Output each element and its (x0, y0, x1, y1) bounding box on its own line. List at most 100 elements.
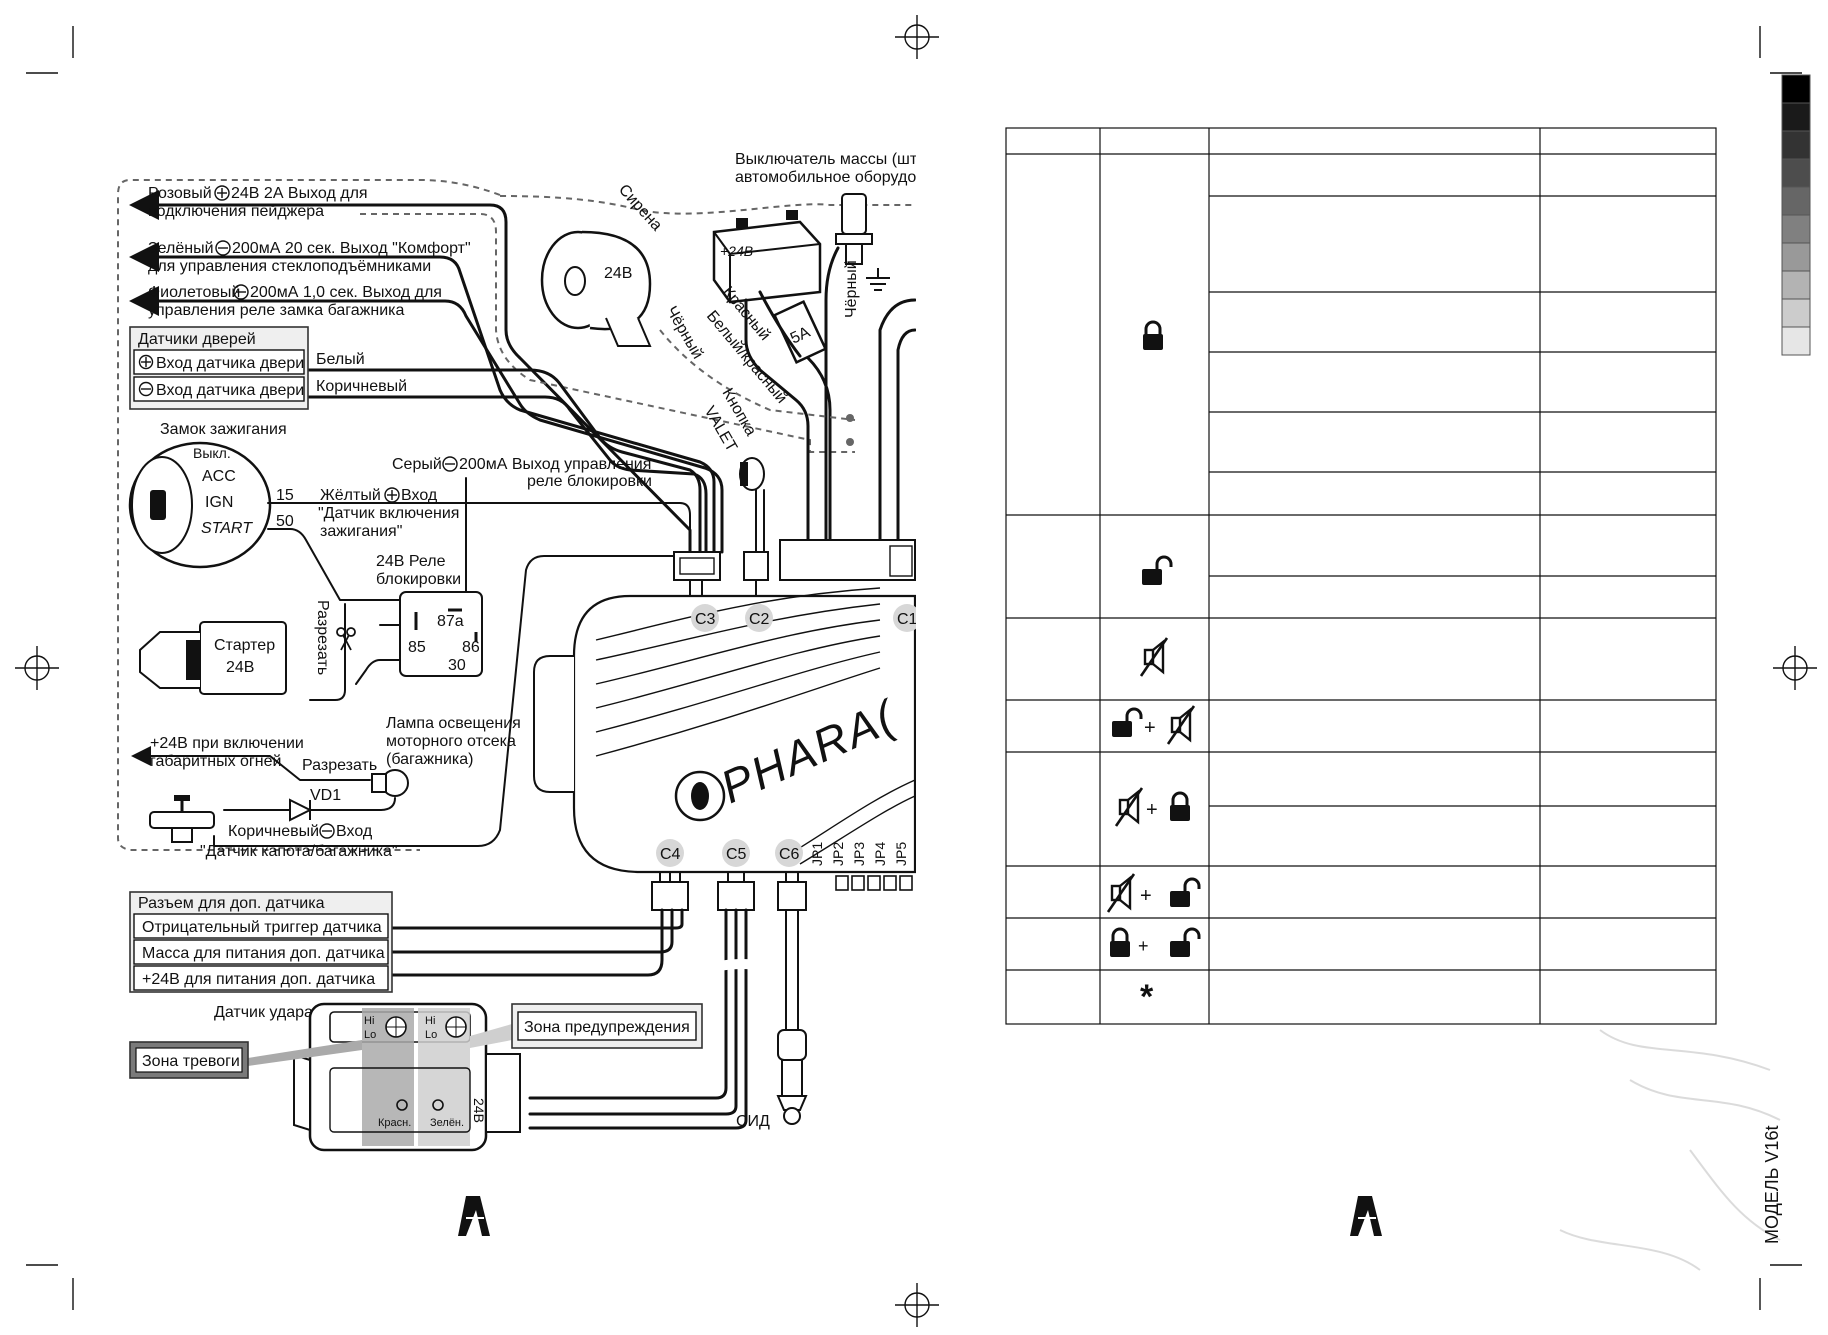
icon-combo-muted-closed: + (1114, 786, 1192, 828)
lock-open-icon (1168, 877, 1201, 909)
yellow-wire-label-2: "Датчик включения (318, 505, 459, 522)
calibration-swatch (1781, 186, 1811, 216)
connector-badge-c1: C1 (893, 604, 921, 632)
cut-label: Разрезать (302, 757, 377, 774)
lock-closed-icon (1168, 791, 1192, 823)
green-wire-label-a: Зелёный (148, 240, 214, 257)
side-lights-label-2: габаритных огней (150, 753, 281, 770)
hood-switch (149, 795, 215, 843)
aux-row-2: Масса для питания доп. датчика (142, 945, 385, 962)
sensor-lo-2: Lo (425, 1029, 437, 1041)
sensor-lo-1: Lo (364, 1029, 376, 1041)
warning-zone-box: Зона предупреждения (470, 1003, 703, 1049)
siren-muted-icon (1166, 704, 1196, 746)
connector-badge-c4: C4 (656, 839, 684, 867)
relay-30: 30 (448, 657, 466, 674)
aux-title: Разъем для доп. датчика (138, 895, 325, 912)
plus-sign: + (1144, 717, 1156, 739)
door-input-negative: Вход датчика двери (156, 382, 304, 399)
lamp-bulb (371, 769, 409, 797)
mass-switch-label-1: Выключатель массы (шт (735, 151, 918, 168)
hood-sensor-label: "Датчик капота/багажника" (200, 843, 398, 860)
calibration-swatch (1781, 326, 1811, 356)
lock-open-icon (1140, 555, 1173, 587)
sensor-red-led: Красн. (378, 1117, 411, 1129)
wiring-diagram: Розовый 24В 2А Выход для подключения пей… (117, 151, 921, 1152)
cut-vertical-label: Разрезать (314, 600, 331, 675)
grayscale-calibration-bar (1781, 74, 1811, 356)
alarm-zone-label: Зона тревоги (142, 1053, 240, 1070)
calibration-swatch (1781, 130, 1811, 160)
siren-muted-icon (1106, 872, 1136, 914)
hood-brown-label-b: Вход (336, 823, 373, 840)
battery-voltage: +24В (720, 243, 753, 259)
white-wire-label: Белый (316, 351, 365, 368)
yellow-wire-label-a: Жёлтый (320, 487, 381, 504)
yellow-wire-label-b: Вход (401, 487, 438, 504)
aux-sensor-connector-box: Разъем для доп. датчика Отрицательный тр… (129, 891, 393, 993)
relay-85: 85 (408, 639, 426, 656)
label-jp4: JP4 (872, 842, 888, 866)
asterisk-icon: * (1140, 978, 1154, 1016)
ign-off: Выкл. (193, 445, 231, 461)
relay-87a: 87а (437, 613, 464, 630)
page-mark-left (458, 1196, 490, 1236)
brown-wire-label: Коричневый (316, 378, 407, 395)
relay-title-1: 24В Реле (376, 553, 446, 570)
label-c5: C5 (726, 846, 747, 863)
sensor-hi-1: Hi (364, 1015, 374, 1027)
calibration-swatch (1781, 102, 1811, 132)
connectors-bottom (651, 872, 807, 911)
pink-wire-label-2: подключения пейджера (148, 203, 324, 220)
sensitivity-knob-alarm (385, 1016, 407, 1038)
lamp-label-2: моторного отсека (386, 733, 516, 750)
sensor-voltage: 24В (471, 1098, 487, 1123)
siren-muted-icon (1139, 636, 1169, 678)
scissors-icon (336, 627, 356, 651)
blocking-relay: 24В Реле блокировки 87а 85 86 30 (376, 553, 483, 677)
ign-ign: IGN (205, 494, 233, 511)
label-jp2: JP2 (830, 842, 846, 866)
shock-sensor-label: Датчик удара (214, 1004, 313, 1021)
door-input-positive: Вход датчика двери (156, 355, 304, 372)
page-mark-right (1350, 1196, 1382, 1236)
side-lights-label-1: +24В при включении (150, 735, 304, 752)
ign-acc: ACC (202, 468, 236, 485)
calibration-swatch (1781, 242, 1811, 272)
sensor-hi-2: Hi (425, 1015, 435, 1027)
label-jp5: JP5 (893, 842, 909, 866)
calibration-swatch (1781, 158, 1811, 188)
violet-wire-label-a: Фиолетовый (148, 284, 240, 301)
connectors-top (673, 539, 916, 596)
diode-label: VD1 (310, 787, 341, 804)
model-label: МОДЕЛЬ V16t (1762, 1126, 1782, 1244)
calibration-swatch (1781, 298, 1811, 328)
connector-badge-c2: C2 (745, 604, 773, 632)
starter-label-2: 24В (226, 659, 254, 676)
aux-row-3: +24В для питания доп. датчика (142, 971, 375, 988)
siren-voltage: 24В (604, 265, 632, 282)
calibration-swatch (1781, 214, 1811, 244)
green-wire-label-b: 200мА 20 сек. Выход "Комфорт" (232, 240, 471, 257)
brown-wire (306, 395, 708, 554)
icon-combo-open-muted: + (1110, 704, 1196, 746)
terminal-15: 15 (276, 487, 294, 504)
mass-switch-label-2: автомобильное оборудо (735, 169, 916, 186)
function-table: + + + + * (1005, 127, 1717, 1025)
ignition-lock: Замок зажигания Выкл. ACC IGN START 15 5… (128, 421, 294, 569)
warning-zone-label: Зона предупреждения (524, 1019, 690, 1036)
plus-sign: + (1140, 885, 1152, 907)
connector-badge-c5: C5 (722, 839, 750, 867)
plus-sign: + (1146, 799, 1158, 821)
gray-wire-label-2: реле блокировки (527, 473, 652, 490)
siren-label: Сирена (615, 181, 665, 234)
lock-closed-icon (1108, 927, 1132, 959)
ignition-lock-label: Замок зажигания (160, 421, 287, 438)
label-jp1: JP1 (809, 842, 825, 866)
label-c2: C2 (749, 611, 770, 628)
siren-muted-icon (1114, 786, 1144, 828)
hood-brown-label-a: Коричневый (228, 823, 319, 840)
icon-combo-muted-open: + (1106, 872, 1201, 914)
green-wire-label-2: для управления стеклоподъёмниками (148, 258, 431, 275)
